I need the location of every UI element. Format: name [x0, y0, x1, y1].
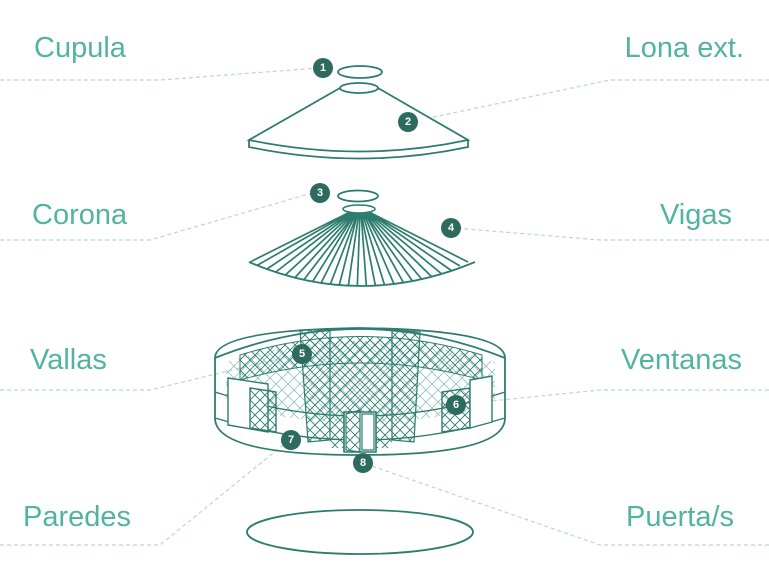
label-cupula: Cupula [34, 32, 126, 64]
badge-1: 1 [313, 58, 333, 78]
badge-5: 5 [292, 344, 312, 364]
leader-vallas [0, 353, 299, 391]
label-paredes: Paredes [23, 501, 132, 533]
leader-vigas [454, 227, 769, 241]
floor-part [246, 509, 474, 555]
svg-text:4: 4 [448, 222, 455, 234]
badge-6: 6 [446, 395, 466, 415]
label-puerta: Puerta/s [626, 501, 734, 533]
label-vigas: Vigas [659, 199, 732, 231]
cupula-part [337, 65, 383, 79]
svg-text:3: 3 [317, 187, 323, 199]
svg-text:7: 7 [288, 434, 294, 446]
label-ventanas: Ventanas [621, 344, 742, 376]
label-corona: Corona [32, 199, 128, 231]
leader-ventanas [461, 389, 769, 405]
vigas-part [248, 204, 476, 287]
badge-7: 7 [281, 430, 301, 450]
corona-part [337, 189, 379, 203]
badge-3: 3 [310, 183, 330, 203]
badge-8: 8 [353, 453, 373, 473]
leader-corona [0, 192, 313, 241]
leader-cupula [0, 67, 319, 81]
lona-part [246, 82, 471, 160]
svg-text:8: 8 [360, 457, 366, 469]
label-vallas: Vallas [30, 344, 107, 376]
svg-text:1: 1 [320, 62, 326, 74]
svg-text:2: 2 [405, 116, 411, 128]
leader-paredes [0, 440, 289, 546]
label-lona: Lona ext. [624, 32, 744, 64]
leader-puerta [365, 463, 769, 546]
badge-4: 4 [441, 218, 461, 238]
badge-2: 2 [398, 112, 418, 132]
svg-text:5: 5 [299, 348, 305, 360]
svg-text:6: 6 [453, 399, 459, 411]
walls-part [214, 327, 506, 456]
leader-lona [409, 79, 769, 123]
leader-lines [0, 67, 769, 546]
